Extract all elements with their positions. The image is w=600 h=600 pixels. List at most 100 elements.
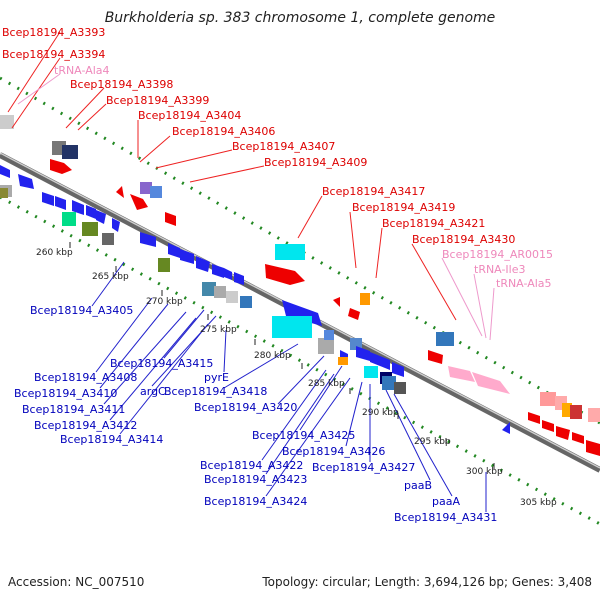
feature-arrow [180,249,194,264]
feature-label[interactable]: Bcep18194_AR0015 [442,248,553,261]
feature [62,212,76,226]
feature [540,392,556,406]
feature-arrow [392,362,404,377]
scale-label: 265 kbp [92,272,129,282]
feature-arrow [86,205,96,219]
map-title: Burkholderia sp. 383 chromosome 1, compl… [105,10,496,26]
feature-label[interactable]: tRNA-Ile3 [474,263,526,276]
feature-arrow [380,356,390,370]
leader-line [95,297,153,373]
feature-label[interactable]: Bcep18194_A3404 [138,109,241,122]
feature-label[interactable]: Bcep18194_A3408 [34,371,137,384]
leader-line [151,315,217,387]
leader-line [411,243,457,321]
feature-arrow [265,264,305,285]
feature [562,403,572,417]
accession-text: Accession: NC_007510 [8,575,144,589]
leader-line [163,309,205,359]
feature [364,366,378,378]
feature [382,376,396,390]
feature [338,357,348,365]
feature [102,233,114,245]
feature-label[interactable]: Bcep18194_A3412 [34,419,137,432]
feature-label[interactable]: Bcep18194_A3417 [322,185,425,198]
feature-glyphs [0,115,600,456]
feature-label[interactable]: Bcep18194_A3406 [172,125,275,138]
feature-label[interactable]: paaB [404,479,432,492]
feature-arrow [140,232,156,247]
feature-label[interactable]: argC [140,385,166,398]
feature-label[interactable]: Bcep18194_A3420 [194,401,297,414]
leader-line [11,57,61,129]
feature-label[interactable]: Bcep18194_A3405 [30,304,133,317]
leader-line [109,317,197,421]
feature-arrow [50,159,72,174]
feature-label[interactable]: Bcep18194_A3421 [382,217,485,230]
feature-arrow [168,243,180,258]
feature [272,316,312,338]
leader-line [155,149,233,169]
feature-arrow [165,212,176,226]
feature [570,405,582,419]
feature-label[interactable]: Bcep18194_A3393 [2,26,105,39]
feature [150,186,162,198]
feature-label[interactable]: Bcep18194_A3414 [60,433,163,446]
feature-label[interactable]: Bcep18194_A3415 [110,357,213,370]
feature-arrow [234,272,244,285]
feature-label[interactable]: Bcep18194_A3411 [22,403,125,416]
feature [140,182,152,194]
feature-label[interactable]: Bcep18194_A3424 [204,495,307,508]
feature [360,293,370,305]
feature [324,330,334,340]
feature-label[interactable]: paaA [432,495,460,508]
feature-arrow [116,186,124,198]
feature-arrow [556,426,570,440]
leader-line [7,31,61,113]
feature-label[interactable]: Bcep18194_A3419 [352,201,455,214]
leader-line [299,365,343,431]
leader-line [375,227,383,279]
feature-label[interactable]: Bcep18194_A3410 [14,387,117,400]
feature-arrow [42,192,54,206]
feature-arrow [196,256,210,272]
feature [350,338,362,350]
feature-arrow [18,174,34,189]
leader-line [441,257,483,337]
feature-arrow [112,218,120,232]
feature-label[interactable]: Bcep18194_A3425 [252,429,355,442]
leader-line [17,73,61,105]
feature-label[interactable]: Bcep18194_A3430 [412,233,515,246]
feature-arrow [0,165,10,178]
scale-label: 270 kbp [146,297,183,307]
scale-label: 295 kbp [414,437,451,447]
leader-line [91,261,125,307]
leader-line [223,329,227,373]
leader-line [265,377,351,497]
scale-label: 285 kbp [308,379,345,389]
feature-label[interactable]: Bcep18194_A3398 [70,78,173,91]
leader-line [489,287,495,341]
feature-label[interactable]: Bcep18194_A3409 [264,156,367,169]
leader-line [65,87,105,129]
feature-label[interactable]: Bcep18194_A3394 [2,48,105,61]
feature-label[interactable]: Bcep18194_A3399 [106,94,209,107]
feature-label[interactable]: Bcep18194_A3427 [312,461,415,474]
feature-label[interactable]: tRNA-Ala5 [496,277,552,290]
leader-line [393,393,453,497]
feature [202,282,216,296]
feature [436,332,454,346]
feature-arrow [224,268,232,280]
feature-label[interactable]: Bcep18194_A3426 [282,445,385,458]
feature-label[interactable]: pyrE [204,371,229,384]
feature-label[interactable]: Bcep18194_A3407 [232,140,335,153]
feature-label[interactable]: Bcep18194_A3431 [394,511,497,524]
feature-label[interactable]: tRNA-Ala4 [54,64,110,77]
feature-label[interactable]: Bcep18194_A3423 [204,473,307,486]
scale-label: 300 kbp [466,467,503,477]
feature-label[interactable]: Bcep18194_A3422 [200,459,303,472]
feature-arrow [348,308,360,320]
feature-label[interactable]: Bcep18194_A3418 [164,385,267,398]
feature-arrow [370,352,380,366]
leader-line [385,389,431,481]
